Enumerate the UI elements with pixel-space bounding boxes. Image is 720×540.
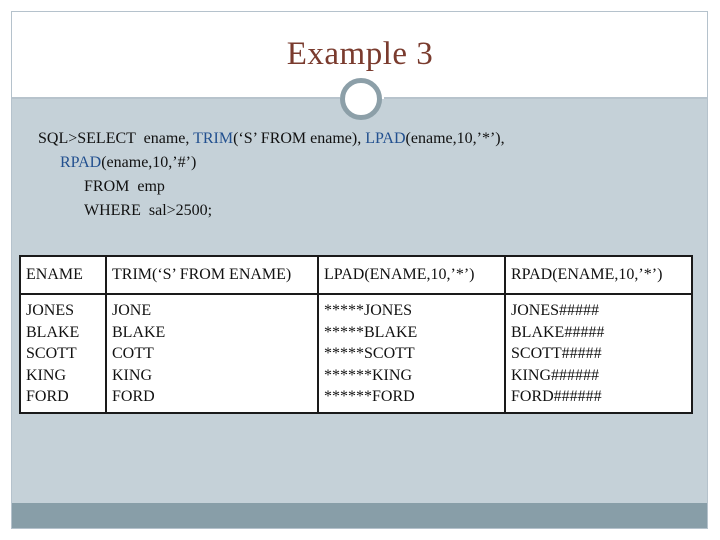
title-divider-left — [12, 97, 340, 99]
sql-rpad-args: (ename,10,’#’) — [101, 154, 197, 171]
cell-value: FORD — [26, 388, 69, 405]
ring-ornament-icon — [340, 78, 382, 120]
cell-value: SCOTT — [26, 345, 77, 362]
cell-value: ******KING — [324, 366, 412, 384]
sql-line-select: SQL>SELECT ename, TRIM(‘S’ FROM ename), … — [38, 127, 505, 151]
cell-value: ******FORD — [324, 388, 415, 405]
cell-value: KING — [112, 366, 152, 384]
cell-value: FORD — [112, 388, 155, 405]
slide-title: Example 3 — [286, 36, 434, 72]
cell-value: JONES — [26, 302, 75, 319]
table-cell-lpad: *****JONES *****BLAKE *****SCOTT ******K… — [317, 293, 506, 414]
sql-line-where: WHERE sal>2500; — [84, 202, 213, 219]
sql-trim-keyword: TRIM — [193, 130, 234, 147]
table-header-cell: TRIM(‘S’ FROM ENAME) — [105, 255, 319, 295]
cell-value: JONES##### — [511, 302, 600, 319]
title-divider-right — [384, 97, 707, 99]
cell-value: KING###### — [511, 366, 599, 384]
result-table: ENAME TRIM(‘S’ FROM ENAME) LPAD(ENAME,10… — [19, 255, 693, 414]
sql-rpad-keyword: RPAD — [60, 154, 102, 171]
cell-value: *****SCOTT — [324, 345, 415, 362]
cell-value: BLAKE — [112, 323, 166, 341]
sql-lpad-args: (ename,10,’*’), — [405, 130, 505, 147]
table-header-cell: LPAD(ENAME,10,’*’) — [317, 255, 506, 295]
cell-value: BLAKE##### — [511, 323, 605, 341]
sql-query-block: SQL>SELECT ename, TRIM(‘S’ FROM ename), … — [38, 127, 505, 223]
cell-value: *****JONES — [324, 302, 413, 319]
cell-value: FORD###### — [511, 388, 602, 405]
cell-value: COTT — [112, 345, 154, 362]
table-row: JONES BLAKE SCOTT KING FORD JONE BLAKE C… — [19, 293, 693, 414]
cell-value: BLAKE — [26, 323, 80, 341]
sql-line-rpad: RPAD(ename,10,’#’) — [38, 151, 505, 175]
table-cell-rpad: JONES##### BLAKE##### SCOTT##### KING###… — [504, 293, 693, 414]
table-cell-trim: JONE BLAKE COTT KING FORD — [105, 293, 319, 414]
cell-value: *****BLAKE — [324, 323, 418, 341]
table-header-row: ENAME TRIM(‘S’ FROM ENAME) LPAD(ENAME,10… — [19, 255, 693, 295]
sql-select-prefix: SQL>SELECT ename, — [38, 130, 194, 147]
table-header-cell: RPAD(ENAME,10,’*’) — [504, 255, 693, 295]
cell-value: SCOTT##### — [511, 345, 602, 362]
sql-lpad-keyword: LPAD — [365, 130, 406, 147]
sql-trim-args: (‘S’ FROM ename), — [233, 130, 366, 147]
footer-strip — [12, 503, 707, 528]
slide-frame — [11, 11, 708, 529]
table-header-cell: ENAME — [19, 255, 107, 295]
table-cell-ename: JONES BLAKE SCOTT KING FORD — [19, 293, 107, 414]
sql-line-from: FROM emp — [84, 178, 165, 195]
cell-value: KING — [26, 366, 66, 384]
cell-value: JONE — [112, 302, 152, 319]
